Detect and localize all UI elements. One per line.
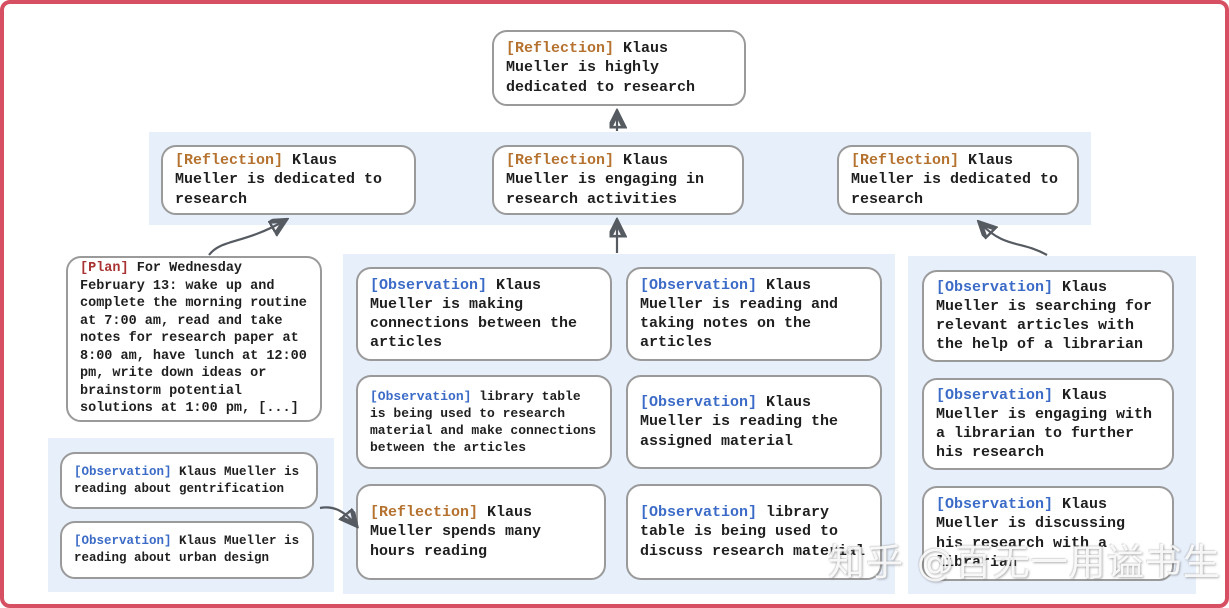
node-obs-library-table-research: [Observation] library table is being use… [356, 375, 612, 469]
node-obs-discussing-librarian-tag: [Observation] [936, 496, 1054, 514]
node-reflection-mid-tag: [Reflection] [506, 152, 615, 170]
node-obs-discussing-librarian-text: Klaus Mueller is discussing his research… [936, 496, 1126, 571]
node-reflection-right-tag: [Reflection] [851, 152, 960, 170]
node-reflection-left-tag: [Reflection] [175, 152, 284, 170]
node-obs-library-table-research-text: library table is being used to research … [370, 388, 597, 456]
node-plan-text: For Wednesday February 13: wake up and c… [80, 261, 307, 417]
node-obs-assigned-material-text: Klaus Mueller is reading the assigned ma… [640, 394, 839, 450]
node-obs-gentrification-text: Klaus Mueller is reading about gentrific… [74, 464, 300, 496]
node-obs-discussing-librarian: [Observation] Klaus Mueller is discussin… [922, 486, 1174, 581]
node-obs-engaging-librarian: [Observation] Klaus Mueller is engaging … [922, 378, 1174, 470]
arrow-right-to-row2-right [981, 224, 1048, 256]
node-obs-making-connections: [Observation] Klaus Mueller is making co… [356, 267, 612, 361]
node-obs-library-table-discuss-text: library table is being used to discuss r… [640, 504, 866, 560]
node-reflection-hours-reading-text: Klaus Mueller spends many hours reading [370, 504, 542, 560]
node-plan-tag: [Plan] [80, 261, 129, 277]
node-obs-gentrification-tag: [Observation] [74, 464, 172, 479]
node-reflection-mid-text: Klaus Mueller is engaging in research ac… [506, 152, 705, 208]
node-obs-library-table-discuss-tag: [Observation] [640, 504, 758, 522]
node-top-reflection: [Reflection] Klaus Mueller is highly ded… [492, 30, 746, 106]
node-obs-urban-design: [Observation] Klaus Mueller is reading a… [60, 521, 314, 579]
node-obs-library-table-discuss: [Observation] library table is being use… [626, 484, 882, 580]
node-obs-assigned-material: [Observation] Klaus Mueller is reading t… [626, 375, 882, 469]
node-obs-assigned-material-tag: [Observation] [640, 394, 758, 412]
node-reflection-hours-reading: [Reflection] Klaus Mueller spends many h… [356, 484, 606, 580]
node-reflection-mid: [Reflection] Klaus Mueller is engaging i… [492, 145, 744, 215]
node-plan: [Plan] For Wednesday February 13: wake u… [66, 256, 322, 422]
node-obs-gentrification: [Observation] Klaus Mueller is reading a… [60, 452, 318, 509]
node-obs-taking-notes-text: Klaus Mueller is reading and taking note… [640, 276, 839, 352]
node-reflection-hours-reading-tag: [Reflection] [370, 504, 479, 522]
node-top-reflection-tag: [Reflection] [506, 40, 615, 58]
node-reflection-left-text: Klaus Mueller is dedicated to research [175, 152, 383, 208]
node-obs-library-table-research-tag: [Observation] [370, 388, 472, 404]
node-reflection-left: [Reflection] Klaus Mueller is dedicated … [161, 145, 416, 215]
node-obs-searching-articles-text: Klaus Mueller is searching for relevant … [936, 278, 1153, 354]
node-obs-making-connections-tag: [Observation] [370, 276, 488, 294]
node-reflection-right-text: Klaus Mueller is dedicated to research [851, 152, 1059, 208]
node-obs-urban-design-tag: [Observation] [74, 534, 172, 549]
node-obs-taking-notes: [Observation] Klaus Mueller is reading a… [626, 267, 882, 361]
node-obs-taking-notes-tag: [Observation] [640, 276, 758, 294]
node-obs-engaging-librarian-tag: [Observation] [936, 386, 1054, 404]
node-top-reflection-text: Klaus Mueller is highly dedicated to res… [506, 40, 696, 96]
arrow-plan-to-row2-left [208, 221, 284, 256]
node-obs-engaging-librarian-text: Klaus Mueller is engaging with a librari… [936, 386, 1153, 462]
node-obs-urban-design-text: Klaus Mueller is reading about urban des… [74, 534, 300, 565]
node-reflection-right: [Reflection] Klaus Mueller is dedicated … [837, 145, 1079, 215]
node-obs-making-connections-text: Klaus Mueller is making connections betw… [370, 276, 578, 352]
node-obs-searching-articles: [Observation] Klaus Mueller is searching… [922, 270, 1174, 362]
node-obs-searching-articles-tag: [Observation] [936, 278, 1054, 296]
